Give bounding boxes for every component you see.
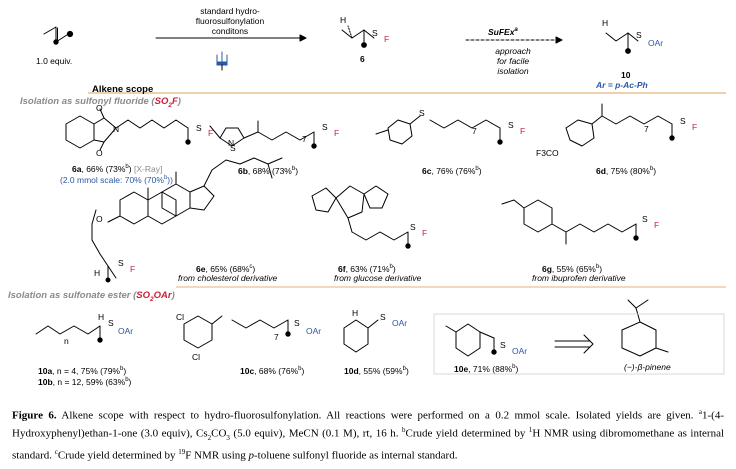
structure-6b	[209, 120, 317, 149]
atom-oar-10: OAr	[648, 38, 664, 48]
sufex-label: SuFExa	[488, 26, 518, 37]
compound-6e-source: from cholesterol derivative	[178, 273, 278, 283]
atom-f: F	[334, 128, 340, 138]
atom-seven: 7	[274, 332, 279, 342]
atom-n: N	[228, 138, 235, 148]
compound-6b-label: 6b, 68% (73%b)	[238, 165, 299, 176]
section-sulfonate-ester: Isolation as sulfonate ester (SO2OAr)	[8, 290, 175, 303]
atom-f3co: F3CO	[536, 148, 559, 158]
compound-10c-label: 10c, 68% (76%b)	[240, 365, 305, 376]
structure-6c	[375, 115, 503, 145]
product-6-label: 6	[360, 54, 365, 64]
atom-h-10: H	[602, 18, 609, 28]
compound-6a-scale: (2.0 mmol scale: 70% (70%b))	[60, 174, 173, 185]
atom-f: F	[654, 220, 660, 230]
atom-s: S	[108, 318, 114, 328]
atom-s: S	[380, 312, 386, 322]
atom-seven: 7	[472, 126, 477, 136]
product-6-structure	[341, 29, 375, 39]
atom-f-6: F	[384, 34, 390, 44]
atom-o: O	[96, 214, 103, 224]
atom-s: S	[118, 258, 124, 268]
compound-6a-label: 6a, 66% (73%b) [X-Ray]	[72, 163, 163, 174]
atom-o: O	[96, 103, 103, 113]
atom-s: S	[500, 340, 506, 350]
compound-6f-label: 6f, 63% (71%b)	[338, 263, 396, 274]
scope-title: Alkene scope	[92, 84, 154, 95]
atom-f: F	[130, 264, 136, 274]
atom-s: S	[196, 123, 202, 133]
structure-6a	[65, 108, 191, 151]
atom-h: H	[352, 308, 359, 318]
structure-pinene	[621, 299, 669, 357]
atom-seven: 7	[644, 124, 649, 134]
atom-h: H	[98, 312, 105, 322]
atom-oar: OAr	[306, 326, 322, 336]
atom-n: N	[113, 124, 120, 134]
compound-6e-label: 6e, 65% (68%c)	[196, 263, 256, 274]
pinene-label: (−)-β-pinene	[624, 362, 671, 372]
atom-s: S	[419, 108, 425, 118]
structure-6e	[91, 157, 283, 283]
compound-10e-label: 10e, 71% (88%b)	[454, 363, 519, 374]
atom-cl: Cl	[176, 312, 185, 322]
figure-caption: Figure 6. Alkene scope with respect to h…	[12, 408, 725, 462]
conditions-label: standard hydro- fluorosulfonylation cond…	[195, 6, 265, 36]
structure-10c	[183, 315, 291, 349]
compound-10a-label: 10a, n = 4, 75% (79%b)	[38, 365, 127, 376]
compound-6d-label: 6d, 75% (80%b)	[596, 165, 657, 176]
structure-6g	[501, 199, 639, 245]
compound-6g-source: from ibuprofen derivative	[532, 273, 626, 283]
atom-s: S	[508, 120, 514, 130]
atom-o: O	[96, 148, 103, 158]
atom-f: F	[422, 228, 428, 238]
compound-6c-label: 6c, 76% (76%b)	[422, 165, 482, 176]
atom-s: S	[642, 214, 648, 224]
atom-cl: Cl	[192, 352, 201, 362]
compound-10b-label: 10b, n = 12, 59% (63%b)	[38, 376, 132, 387]
highlight-box	[433, 313, 725, 375]
atom-f: F	[208, 128, 214, 138]
equiv-label: 1.0 equiv.	[36, 56, 73, 66]
atom-seven: 7	[302, 134, 307, 144]
atom-oar: OAr	[392, 318, 408, 328]
atom-h-6: H	[340, 15, 347, 25]
atom-h: H	[94, 268, 101, 278]
atom-s: S	[322, 122, 328, 132]
product-10-structure	[605, 32, 639, 42]
atom-oar: OAr	[512, 346, 528, 356]
atom-n: n	[64, 336, 69, 346]
light-icon	[216, 51, 228, 71]
atom-s-10: S	[636, 30, 642, 40]
structure-10a	[35, 325, 103, 343]
section-sulfonyl-fluoride: Isolation as sulfonyl fluoride (SO2F)	[20, 96, 181, 109]
alkene-structure	[43, 26, 71, 43]
compound-6g-label: 6g, 55% (65%b)	[542, 263, 603, 274]
atom-oar: OAr	[118, 326, 134, 336]
structure-10e	[445, 323, 497, 357]
atom-s-6: S	[372, 28, 378, 38]
atom-f: F	[520, 126, 526, 136]
product-10-label: 10	[621, 70, 631, 80]
approach-label: approach for facile isolation	[495, 46, 531, 76]
compound-6f-source: from glucose derivative	[334, 273, 422, 283]
ar-definition: Ar = p-Ac-Ph	[596, 80, 648, 90]
atom-s: S	[410, 222, 416, 232]
atom-s: S	[230, 143, 236, 153]
atom-f: F	[692, 122, 698, 132]
structure-10d	[343, 319, 379, 353]
compound-10d-label: 10d, 55% (59%b)	[344, 365, 409, 376]
structure-6d	[565, 103, 675, 147]
atom-s: S	[680, 116, 686, 126]
atom-s: S	[294, 318, 300, 328]
structure-6f	[311, 185, 411, 249]
